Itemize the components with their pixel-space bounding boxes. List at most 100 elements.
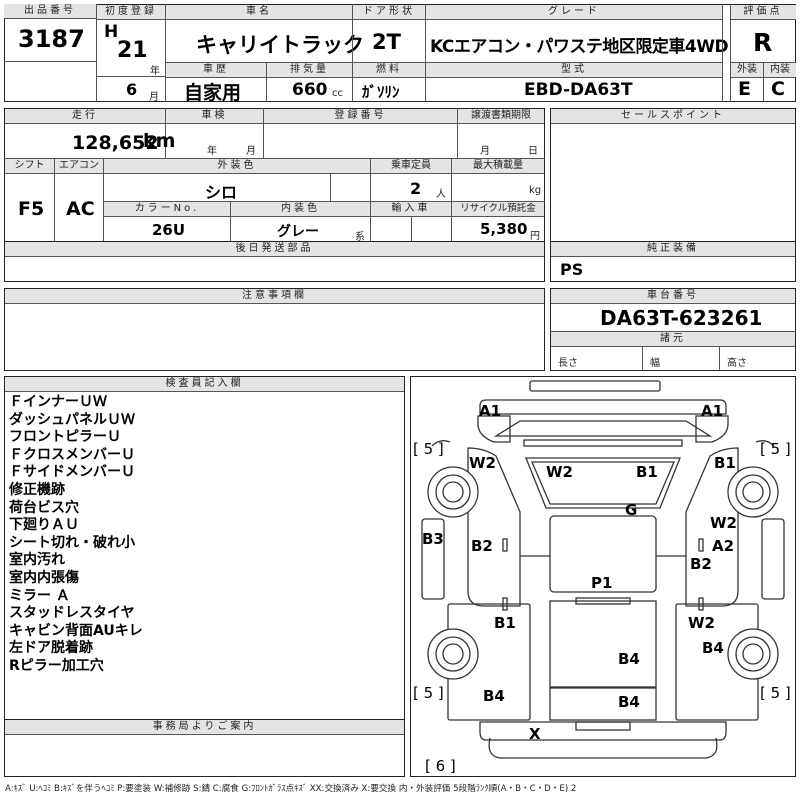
inspection-year: 年 — [207, 146, 217, 157]
note-1: ＦインナーＵＷ — [9, 394, 107, 410]
capacity: 2 — [410, 179, 422, 198]
diag-tire-fr: [ 5 ] — [760, 440, 791, 458]
diag-w2-left-front: W2 — [469, 454, 496, 472]
transfer-day: 日 — [528, 146, 538, 157]
diag-a2-right-door: A2 — [712, 537, 735, 555]
diag-b4-left-rear: B4 — [483, 687, 505, 705]
inspection-month: 月 — [246, 146, 256, 157]
exterior-label: 外装 — [731, 63, 763, 78]
diag-a1-left: A1 — [479, 402, 502, 420]
diag-p1-roof: P1 — [591, 574, 613, 592]
ext-color: シロ — [205, 183, 238, 202]
color-no: 26U — [152, 221, 186, 239]
recycle: 5,380 — [480, 220, 528, 238]
diag-g-windshield: G — [625, 501, 638, 519]
plate-label: 登録番号 — [264, 109, 457, 124]
max-load-unit: kg — [529, 185, 542, 196]
model-code: EBD-DA63T — [524, 80, 633, 100]
transfer-label: 譲渡書類期限 — [458, 109, 544, 124]
note-2: ダッシュパネルＵＷ — [9, 411, 135, 428]
office-label: 事務局よりご案内 — [5, 720, 404, 735]
score: R — [753, 28, 773, 57]
first-reg-label: 初度登録 — [97, 5, 165, 20]
mileage: 128,652 — [72, 132, 159, 154]
history-label: 車歴 — [166, 63, 266, 78]
diag-b1-left-bed: B1 — [494, 614, 516, 632]
model-code-label: 型式 — [426, 63, 722, 78]
reg-year-unit: 年 — [150, 66, 160, 77]
diag-tire-rr: [ 5 ] — [760, 684, 791, 702]
mileage-unit: km — [143, 130, 176, 152]
displacement-label: 排気量 — [267, 63, 352, 78]
displacement: 660 — [292, 80, 328, 100]
sales-points-label: セールスポイント — [551, 109, 795, 124]
history: 自家用 — [184, 82, 242, 104]
interior-label: 内装 — [764, 63, 796, 78]
genuine-equipment: PS — [560, 260, 584, 279]
spec-width: 幅 — [650, 358, 660, 369]
inspector-label: 検査員記入欄 — [5, 377, 404, 392]
header-block — [4, 4, 796, 102]
door-type: 2T — [372, 30, 401, 54]
spec-length: 長さ — [558, 358, 578, 369]
diag-a1-right: A1 — [701, 402, 724, 420]
door-label: ドア形状 — [353, 5, 425, 20]
score-label: 評価点 — [730, 5, 796, 20]
int-color-suffix: 系 — [355, 232, 365, 243]
later-parts-label: 後日発送部品 — [5, 242, 544, 257]
diag-x-rear: X — [529, 725, 541, 743]
chassis-label: 車台番号 — [551, 289, 795, 304]
vehicle-details-block — [4, 108, 545, 242]
ac-label: エアコン — [55, 159, 103, 174]
displacement-unit: cc — [332, 88, 343, 99]
grade-label: グレード — [426, 5, 722, 20]
color-no-label: カラーNo. — [104, 202, 230, 217]
grade: KCエアコン・パワステ地区限定車4WD — [430, 37, 729, 57]
exterior-grade: E — [738, 78, 751, 100]
note-10: 室内汚れ — [9, 552, 65, 569]
diag-b2-right: B2 — [690, 555, 712, 573]
chassis-number: DA63T-623261 — [600, 306, 763, 330]
note-6: 修正機跡 — [9, 481, 65, 498]
diag-b3-left: B3 — [422, 530, 444, 548]
ext-color-label: 外装色 — [104, 159, 370, 174]
note-5: ＦサイドメンバーＵ — [9, 464, 135, 481]
reg-era: H — [104, 22, 119, 42]
int-color-label: 内装色 — [231, 202, 370, 217]
diag-b4-right: B4 — [702, 639, 724, 657]
reg-month: 6 — [126, 80, 138, 99]
shift: F5 — [18, 198, 45, 220]
fuel: ｶﾞｿﾘﾝ — [362, 83, 400, 101]
ac: AC — [66, 198, 95, 220]
truck-diagram — [421, 380, 785, 759]
max-load-label: 最大積載量 — [452, 159, 544, 174]
note-16: Rピラー加工穴 — [9, 657, 104, 674]
note-9: シート切れ・破れ小 — [9, 534, 135, 551]
diag-b2-left: B2 — [471, 537, 493, 555]
note-8: 下廻りＡＵ — [9, 517, 79, 534]
diag-w2-hood: W2 — [546, 463, 573, 481]
note-11: 室内内張傷 — [9, 569, 79, 586]
capacity-unit: 人 — [436, 189, 446, 200]
diag-b1-right-front: B1 — [714, 454, 736, 472]
spec-height: 高さ — [727, 358, 747, 369]
lot-cell: 出品番号 3187 — [4, 4, 96, 61]
genuine-label: 純正装備 — [551, 242, 795, 257]
diag-w2-right-door: W2 — [710, 514, 737, 532]
legend: A:ｷｽﾞ U:ﾍｺﾐ B:ｷｽﾞを伴うﾍｺﾐ P:要塗装 W:補修跡 S:錆 … — [5, 784, 577, 794]
capacity-label: 乗車定員 — [371, 159, 451, 174]
diag-b4-bed: B4 — [618, 650, 640, 668]
reg-year: 21 — [117, 38, 148, 63]
note-4: ＦクロスメンバーＵ — [9, 446, 135, 463]
caution-label: 注意事項欄 — [5, 289, 544, 304]
diag-tire-spare: [ 6 ] — [425, 757, 456, 775]
inspector-box — [4, 376, 405, 720]
car-name: キャリイトラック — [196, 33, 364, 57]
damage-diagram-box — [410, 376, 796, 777]
fuel-label: 燃料 — [353, 63, 425, 78]
note-14: キャビン背面AUキレ — [9, 622, 143, 639]
recycle-label: リサイクル預託金 — [452, 202, 544, 217]
interior-grade: C — [771, 78, 785, 100]
note-12: ミラー Ａ — [9, 587, 70, 604]
note-7: 荷台ビス穴 — [9, 499, 79, 516]
